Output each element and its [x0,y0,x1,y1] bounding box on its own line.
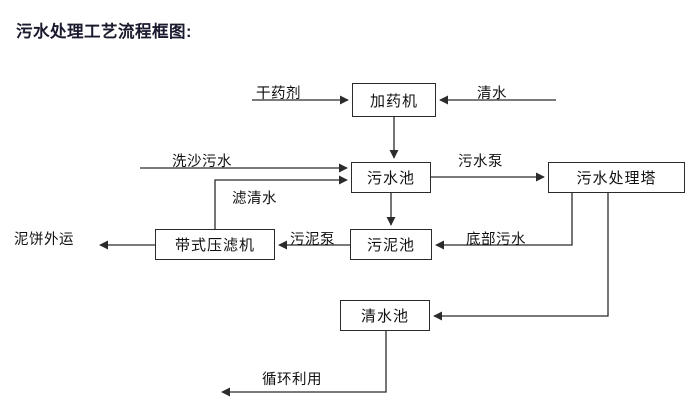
connector-clean-water-pool-to-recycle [221,331,387,397]
terminal-label-mud-cake-out: 泥饼外运 [14,232,74,248]
edge-label-sludge-pump: 污泥泵 [290,232,335,248]
edge-label-sewage-pump: 污水泵 [458,154,503,170]
node-wastewater-pool[interactable]: 污水池 [351,162,431,193]
page-title: 污水处理工艺流程框图: [16,23,192,41]
connector-tower-to-clean-water-pool [433,193,609,321]
node-dosing-machine[interactable]: 加药机 [352,83,436,117]
edge-label-recycle-use: 循环利用 [262,372,322,388]
edge-label-dry-reagent: 干药剂 [256,86,301,102]
edge-label-sand-wash-sewage: 洗沙污水 [172,154,232,170]
connector-tower-to-sludge-pool [435,193,573,250]
edge-label-bottom-sewage: 底部污水 [466,232,526,248]
edge-label-clean-water-in: 清水 [477,86,507,102]
node-wastewater-tower[interactable]: 污水处理塔 [548,162,685,193]
node-clean-water-pool[interactable]: 清水池 [340,300,430,331]
node-belt-filter-press[interactable]: 带式压滤机 [155,229,275,260]
edge-label-filtered-water: 滤清水 [232,191,277,207]
connector-press-to-wastewater-pool [214,175,348,229]
node-sludge-pool[interactable]: 污泥池 [350,229,432,260]
